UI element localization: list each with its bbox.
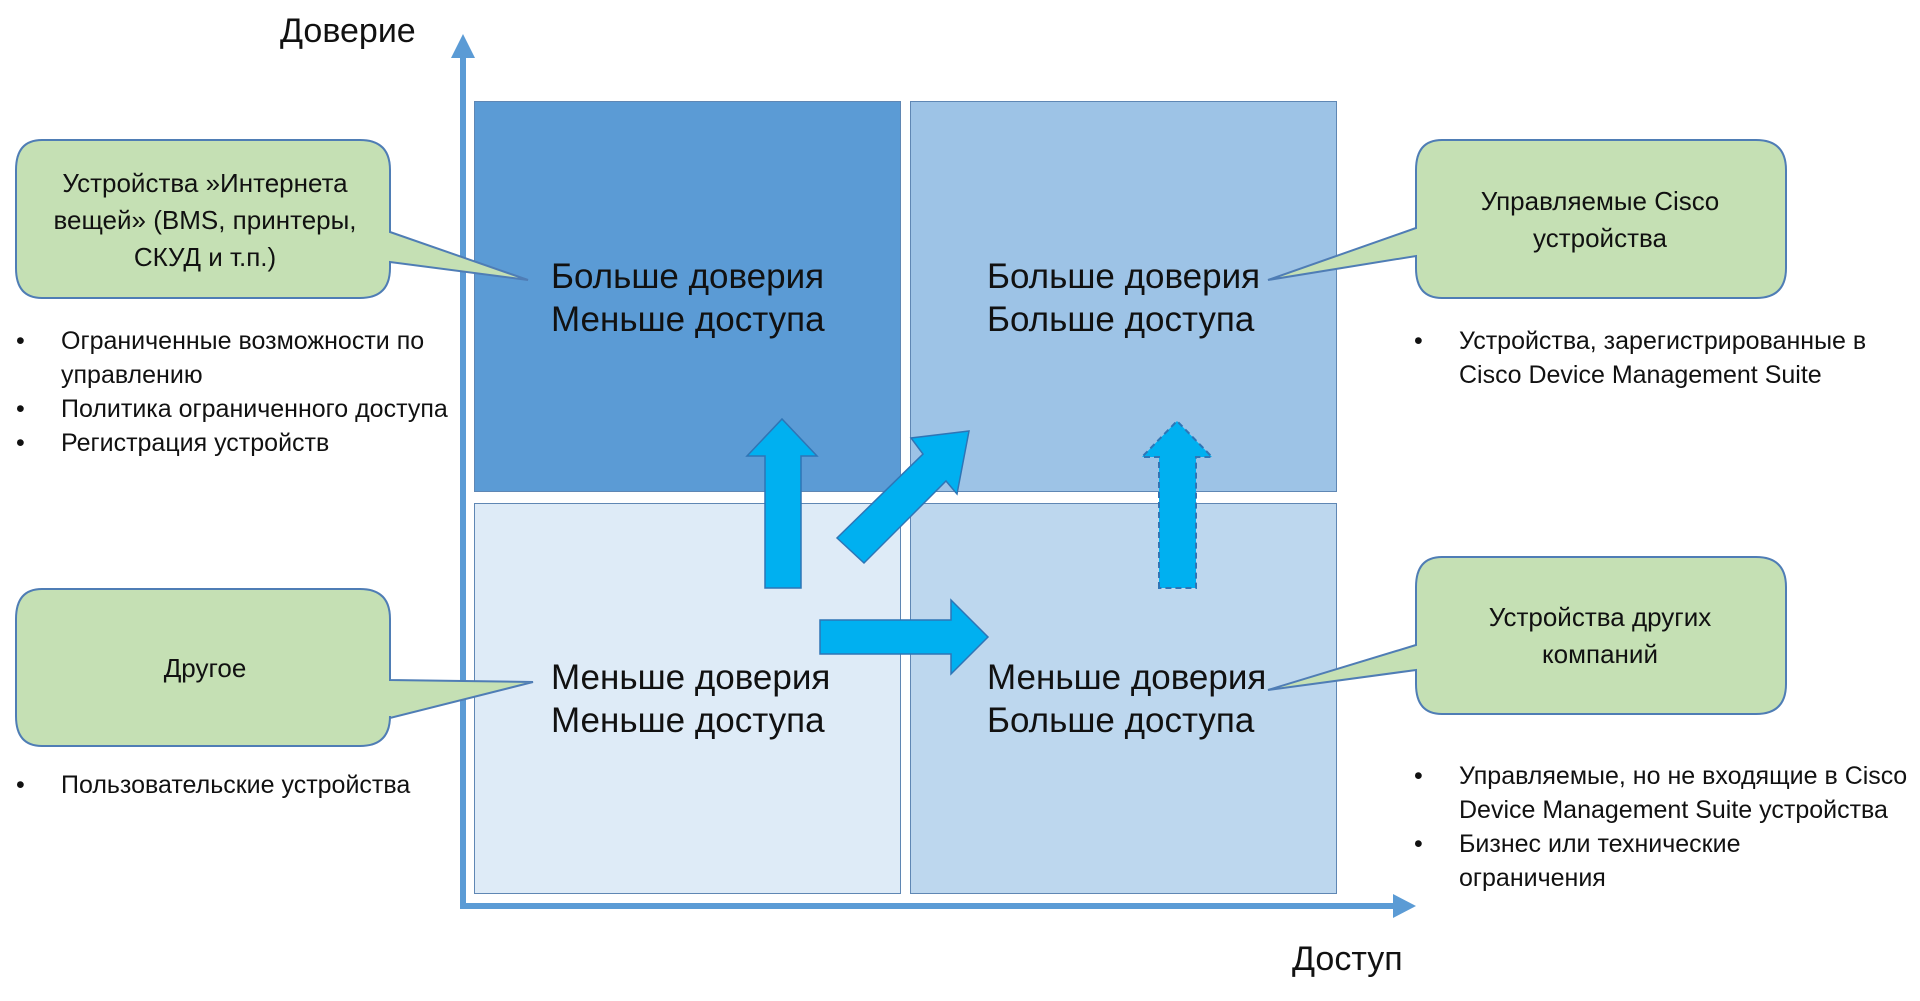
bullets-other-companies: Управляемые, но не входящие в Cisco Devi… xyxy=(1414,759,1914,895)
quadrant-line: Больше доступа xyxy=(987,701,1255,740)
quadrant-top-left xyxy=(474,101,901,492)
list-item: Ограниченные возможности по управлению xyxy=(16,324,451,392)
quadrant-line: Меньше доверия xyxy=(551,658,831,697)
quadrant-line: Больше доверия xyxy=(987,257,1261,296)
list-item: Управляемые, но не входящие в Cisco Devi… xyxy=(1414,759,1914,827)
callout-other-companies-text: Устройства других компаний xyxy=(1488,602,1712,669)
arrow-up-dashed xyxy=(1139,419,1215,589)
quadrant-bottom-left-text: Меньше доверия Меньше доступа xyxy=(551,656,830,742)
callout-cisco-managed-bubble xyxy=(1267,139,1787,299)
arrow-right xyxy=(819,598,990,676)
quadrant-line: Меньше доступа xyxy=(551,300,825,339)
bullets-cisco-managed: Устройства, зарегистрированные в Cisco D… xyxy=(1414,324,1914,392)
list-item: Устройства, зарегистрированные в Cisco D… xyxy=(1414,324,1914,392)
quadrant-bottom-right xyxy=(910,503,1337,894)
quadrant-bottom-right-text: Меньше доверия Больше доступа xyxy=(987,656,1266,742)
bullets-other: Пользовательские устройства xyxy=(16,768,496,802)
callout-cisco-managed-text: Управляемые Cisco устройства xyxy=(1480,186,1720,253)
list-item: Политика ограниченного доступа xyxy=(16,392,496,426)
bullets-iot: Ограниченные возможности по управлению П… xyxy=(16,324,496,460)
quadrant-line: Меньше доступа xyxy=(551,701,825,740)
quadrant-line: Больше доступа xyxy=(987,300,1255,339)
arrow-diagonal xyxy=(835,430,970,565)
y-axis-label: Доверие xyxy=(280,12,416,50)
quadrant-line: Меньше доверия xyxy=(987,658,1267,697)
callout-other-bubble xyxy=(15,588,534,747)
x-axis-label: Доступ xyxy=(1292,940,1403,978)
callout-iot-text: Устройства »Интернета вещей» (BMS, принт… xyxy=(53,167,357,272)
quadrant-line: Больше доверия xyxy=(551,257,825,296)
x-axis xyxy=(460,894,1416,918)
y-axis xyxy=(451,34,475,908)
quadrant-bottom-left xyxy=(474,503,901,894)
list-item: Пользовательские устройства xyxy=(16,768,496,802)
callout-other-text: Другое xyxy=(163,652,247,683)
callout-iot-bubble xyxy=(15,139,529,299)
list-item: Бизнес или технические ограничения xyxy=(1414,827,1839,895)
quadrant-top-right xyxy=(910,101,1337,492)
arrow-up-left xyxy=(745,417,819,589)
quadrant-top-right-text: Больше доверия Больше доступа xyxy=(987,255,1260,341)
quadrant-top-left-text: Больше доверия Меньше доступа xyxy=(551,255,825,341)
list-item: Регистрация устройств xyxy=(16,426,496,460)
callout-other-companies-bubble xyxy=(1267,556,1787,715)
